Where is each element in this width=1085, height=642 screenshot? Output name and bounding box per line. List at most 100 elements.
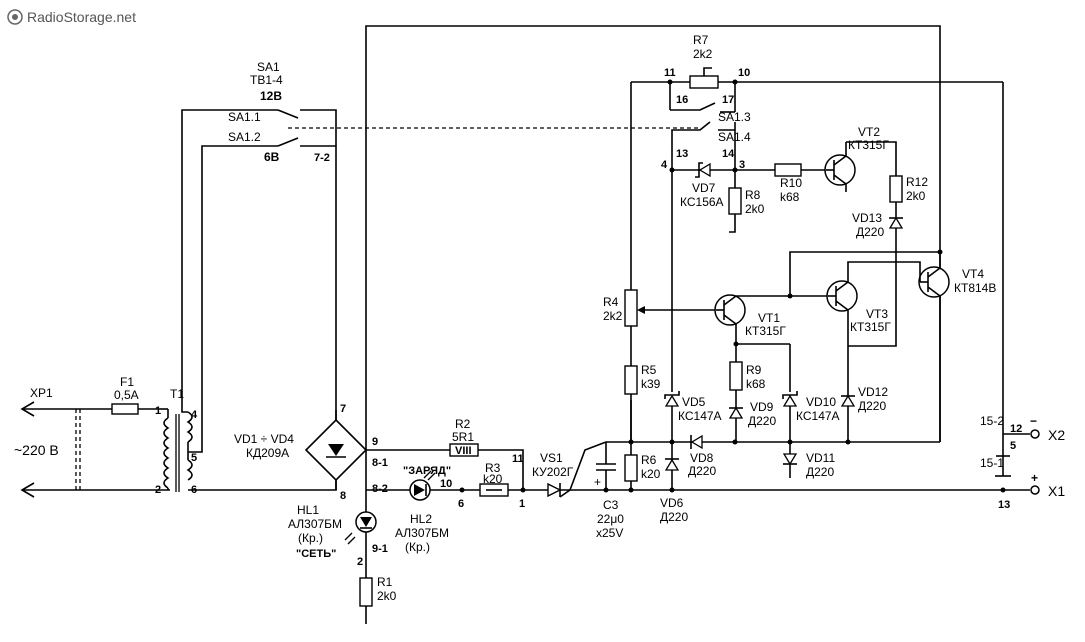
- sa1-sec4: SA1.4: [718, 130, 751, 144]
- resistor-r10: R10 k68: [735, 163, 826, 204]
- zener-vd7: VD7 КС156А: [669, 150, 738, 209]
- sa1-sec1: SA1.1: [228, 110, 261, 124]
- node-10: 10: [440, 478, 452, 490]
- vt2-value: КТ315Г: [848, 138, 889, 152]
- zener-vd5: VD5 КС147А: [664, 170, 722, 442]
- r9-ref: R9: [746, 363, 762, 377]
- vd12-ref: VD12: [858, 385, 888, 399]
- f1-ref: F1: [120, 375, 134, 389]
- zener-vd10: VD10 КС147А: [782, 344, 840, 454]
- sa1-p72: 7-2: [314, 152, 330, 164]
- resistor-r12: R12 2k0: [889, 175, 928, 218]
- sa1-p10: 10: [738, 67, 750, 79]
- c3-plus: +: [594, 475, 601, 489]
- thyristor-vs1: VS1 КУ202Г: [532, 441, 1010, 498]
- r3-ref: R3: [485, 461, 501, 475]
- r1-value: 2k0: [377, 589, 397, 603]
- x1-terminal: [1030, 485, 1040, 495]
- potentiometer-r7: R7 2k2 11 10: [631, 33, 1004, 448]
- x1-label: X1: [1048, 483, 1065, 499]
- transistor-vt3: VT3 КТ315Г: [826, 250, 921, 442]
- hl2-ref: HL2: [410, 512, 432, 526]
- t1-pin1: 1: [155, 405, 161, 417]
- x2-pin12: 12: [1010, 423, 1022, 435]
- transistor-vt1: VT1 КТ315Г: [714, 294, 790, 344]
- vd13-ref: VD13: [852, 211, 882, 225]
- vd6-value: Д220: [660, 510, 688, 524]
- sa1-p3: 3: [739, 159, 745, 171]
- r2-mark: VIII: [455, 445, 472, 457]
- hl2-caption: "ЗАРЯД": [403, 465, 451, 477]
- x2-label: X2: [1048, 427, 1065, 443]
- sa1-ref: SA1: [257, 60, 280, 74]
- t1-ref: T1: [170, 387, 184, 401]
- node-6: 6: [458, 498, 464, 510]
- x1-pin13: 13: [998, 499, 1010, 511]
- hl2-color: (Кр.): [405, 540, 430, 554]
- vt3-value: КТ315Г: [850, 320, 891, 334]
- sa1-p4: 4: [661, 159, 668, 171]
- bridge-ref: VD1 ÷ VD4: [234, 432, 294, 446]
- vs1-ref: VS1: [540, 451, 563, 465]
- vd9-value: Д220: [748, 414, 776, 428]
- r2-value: 5R1: [452, 430, 474, 444]
- vd13-value: Д220: [856, 225, 884, 239]
- vd6-ref: VD6: [660, 496, 684, 510]
- xp1-label: XP1: [30, 386, 53, 400]
- vt1-ref: VT1: [758, 311, 780, 325]
- hl1-ref: HL1: [297, 503, 319, 517]
- r5-value: k39: [641, 377, 661, 391]
- r4-value: 2k2: [603, 309, 623, 323]
- hl1-value: АЛ307БМ: [288, 517, 342, 531]
- switch-sa1: SA1 TB1-4 12B SA1.1 SA1.2 6B 7-2: [228, 60, 700, 164]
- sa1-sec3: SA1.3: [718, 110, 751, 124]
- bridge-value: КД209А: [246, 446, 289, 460]
- resistor-r6: R6 k20: [624, 442, 661, 493]
- potentiometer-r4: R4 2k2: [603, 82, 716, 327]
- node-8-2: 8-2: [372, 483, 388, 495]
- node-2: 2: [357, 556, 363, 568]
- hl2-value: АЛ307БМ: [395, 526, 449, 540]
- resistor-r9: R9 k68: [729, 341, 790, 408]
- led-hl1: HL1 АЛ307БМ (Кр.) "СЕТЬ" 9-1 2: [288, 503, 388, 578]
- t1-pin5: 5: [191, 452, 197, 464]
- resistor-r5: R5 k39: [624, 326, 661, 442]
- bridge-vd1-vd4: 7 8 9 VD1 ÷ VD4 КД209А: [234, 403, 378, 502]
- node-11: 11: [512, 453, 524, 465]
- r6-value: k20: [641, 467, 661, 481]
- x2-minus: −: [1030, 414, 1037, 428]
- r10-value: k68: [780, 190, 800, 204]
- c3-voltage: x25V: [596, 526, 623, 540]
- sa1-type: TB1-4: [250, 73, 283, 87]
- hl1-caption: "СЕТЬ": [296, 548, 336, 560]
- sa1-p6b: 6B: [264, 150, 280, 164]
- transistor-vt4: VT4 КТ814В: [918, 252, 996, 442]
- watermark-text: RadioStorage.net: [27, 9, 136, 25]
- diode-vd6: VD6 Д220: [660, 442, 688, 524]
- vd8-value: Д220: [688, 464, 716, 478]
- x2-terminal: [1030, 429, 1040, 439]
- vt4-value: КТ814В: [954, 281, 996, 295]
- r12-value: 2k0: [906, 189, 926, 203]
- vt1-value: КТ315Г: [745, 324, 786, 338]
- watermark-logo: RadioStorage.net: [7, 9, 136, 25]
- r8-ref: R8: [745, 188, 761, 202]
- sa1-sec2: SA1.2: [228, 130, 261, 144]
- vd10-ref: VD10: [806, 395, 836, 409]
- vd9-ref: VD9: [750, 400, 774, 414]
- vd7-value: КС156А: [680, 195, 724, 209]
- bridge-pin7: 7: [340, 403, 346, 415]
- c3-ref: C3: [603, 498, 619, 512]
- vd11-value: Д220: [806, 465, 834, 479]
- x2-pin5: 5: [1010, 440, 1016, 452]
- r2-ref: R2: [455, 417, 471, 431]
- t1-pin2: 2: [155, 484, 161, 496]
- resistor-r3: R3 k20 1: [459, 461, 548, 510]
- diode-vd8: VD8 Д220: [688, 434, 716, 478]
- r3-value: k20: [483, 472, 503, 486]
- diode-vd9: VD9 Д220: [728, 400, 776, 442]
- transistor-vt2: VT2 КТ315Г: [824, 125, 897, 192]
- r8-value: 2k0: [745, 202, 765, 216]
